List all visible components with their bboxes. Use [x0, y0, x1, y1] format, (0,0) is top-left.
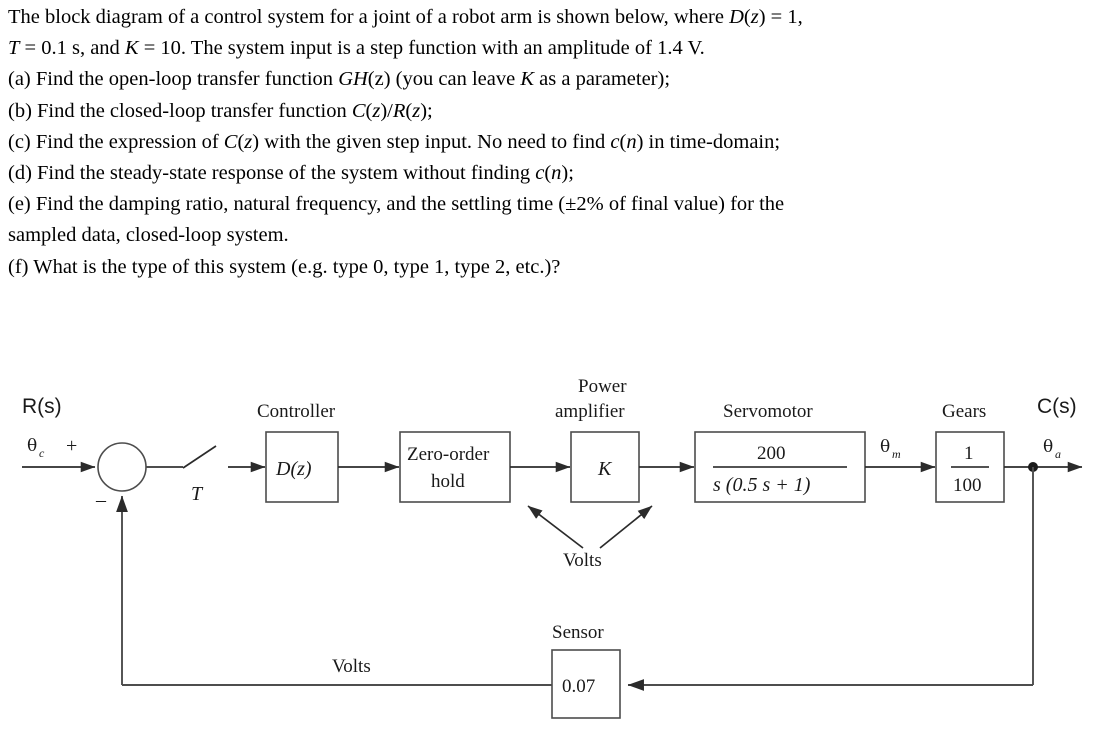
sampler-switch-blade	[182, 445, 217, 469]
sensor-title: Sensor	[552, 622, 604, 643]
problem-statement: The block diagram of a control system fo…	[8, 2, 1098, 283]
zoh-block	[399, 431, 511, 503]
problem-line: The block diagram of a control system fo…	[8, 6, 803, 28]
power-amplifier-gain-label: K	[597, 458, 613, 480]
input-signal-subscript: c	[39, 446, 45, 460]
power-amplifier-block	[570, 431, 640, 503]
power-amplifier-title-line2: amplifier	[555, 401, 625, 422]
servomotor-title: Servomotor	[723, 401, 813, 422]
controller-block	[265, 431, 339, 503]
zoh-label-line2: hold	[431, 471, 465, 492]
summing-minus-sign: –	[95, 489, 107, 511]
volts-arrow-right	[599, 505, 653, 549]
power-amplifier-title-line1: Power	[578, 376, 627, 397]
output-signal-subscript: a	[1055, 447, 1061, 461]
problem-line: (d) Find the steady-state response of th…	[8, 162, 574, 185]
summing-plus-sign: +	[66, 435, 77, 457]
zoh-label-line1: Zero-order	[407, 444, 490, 465]
sensor-block	[551, 649, 621, 719]
gears-title: Gears	[942, 401, 986, 422]
problem-line: (e) Find the damping ratio, natural freq…	[8, 193, 785, 216]
sampler-period-label: T	[191, 483, 204, 505]
output-label-cs: C(s)	[1037, 395, 1077, 418]
input-label-rs: R(s)	[22, 395, 62, 418]
problem-line: (a) Find the open-loop transfer function…	[8, 68, 671, 91]
summing-junction	[97, 442, 147, 492]
motor-angle-theta-m: θ	[880, 437, 890, 457]
controller-block-label: D(z)	[275, 458, 312, 480]
problem-line: (c) Find the expression of C(z) with the…	[8, 130, 781, 153]
problem-line: (b) Find the closed-loop transfer functi…	[8, 99, 433, 122]
servomotor-numerator: 200	[757, 443, 786, 464]
servomotor-denominator: s (0.5 s + 1)	[713, 474, 811, 496]
motor-angle-subscript: m	[892, 447, 901, 461]
problem-line: sampled data, closed-loop system.	[8, 224, 289, 247]
problem-line: (f) What is the type of this system (e.g…	[8, 255, 561, 278]
block-diagram: R(s) θ c + – T Controller D(z) Zero-orde…	[0, 360, 1105, 730]
volts-label-feedback: Volts	[332, 656, 371, 677]
input-signal-theta-c: θ	[27, 436, 37, 456]
volts-arrow-left	[527, 505, 584, 549]
volts-label-mid: Volts	[563, 550, 602, 571]
gears-denominator: 100	[953, 475, 982, 496]
sensor-gain-label: 0.07	[562, 676, 595, 697]
problem-line: T = 0.1 s, and K = 10. The system input …	[8, 37, 705, 60]
controller-title: Controller	[257, 401, 336, 422]
gears-numerator: 1	[964, 443, 974, 464]
output-signal-theta-a: θ	[1043, 437, 1053, 457]
